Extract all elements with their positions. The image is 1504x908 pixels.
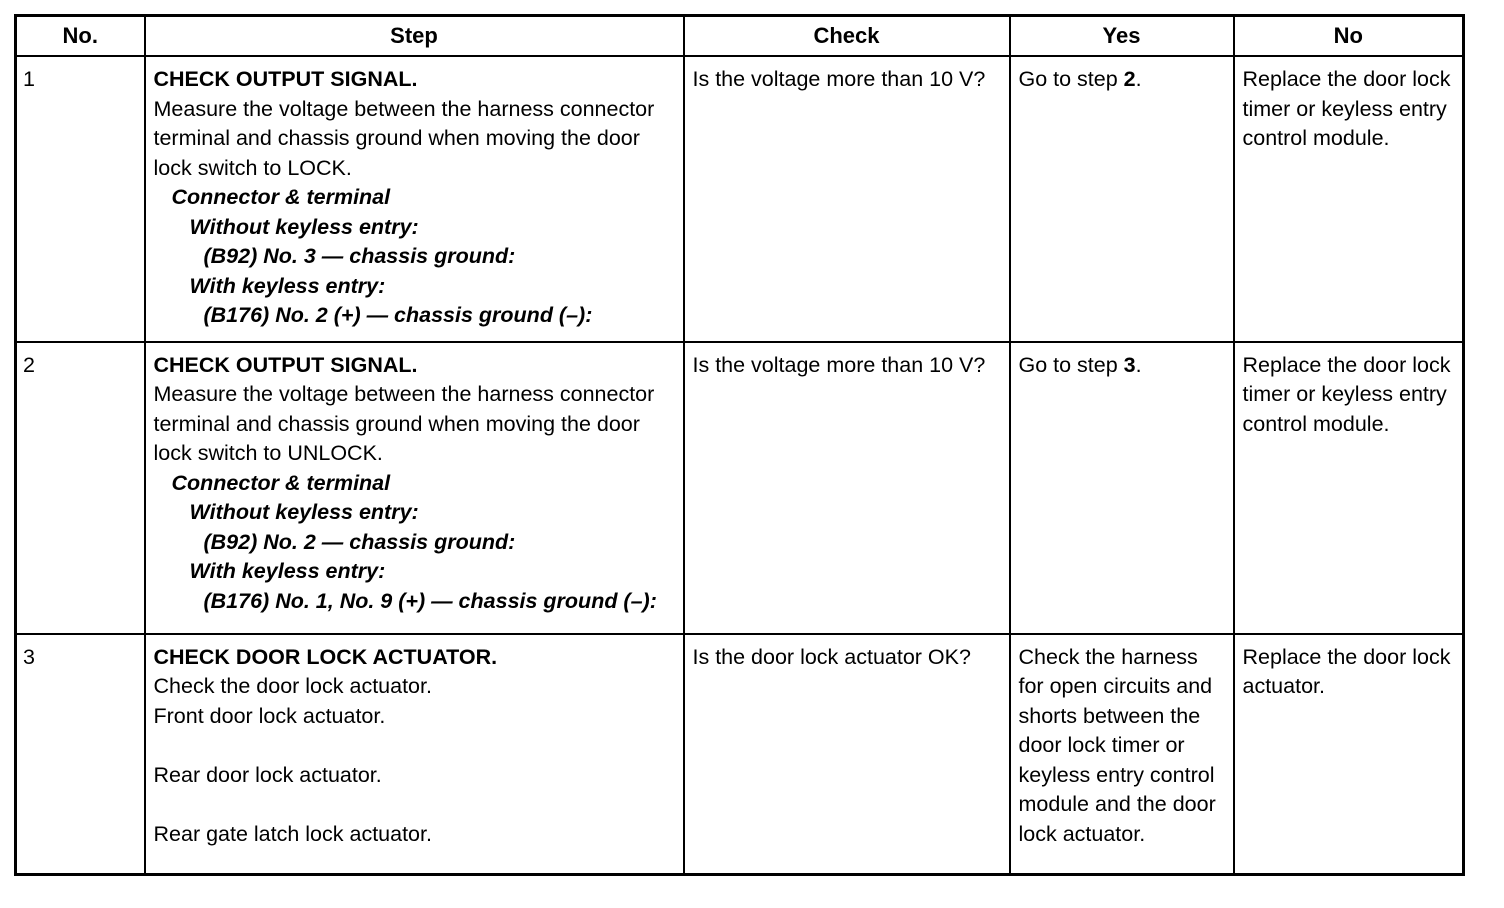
yes-cell: Go to step 2. [1008, 55, 1235, 343]
step-detail-line: Without keyless entry: [189, 214, 419, 239]
table-body: 1 CHECK OUTPUT SIGNAL. Measure the volta… [14, 55, 1465, 876]
step-detail-line: With keyless entry: [189, 273, 386, 298]
step-detail-line: Without keyless entry: [189, 500, 419, 524]
yes-text: Go to step 3. [1018, 352, 1142, 377]
step-detail-heading: Connector & terminal [171, 185, 391, 209]
check-text: Is the voltage more than 10 V? [692, 67, 986, 91]
step-line: Check the door lock actuator. [153, 674, 432, 698]
check-text: Is the door lock actuator OK? [692, 644, 971, 669]
check-cell: Is the voltage more than 10 V? [682, 55, 1011, 343]
check-cell: Is the door lock actuator OK? [682, 632, 1011, 876]
step-detail-line: (B92) No. 2 — chassis ground: [203, 529, 516, 554]
row-number-cell: 3 [14, 632, 146, 876]
step-title: CHECK OUTPUT SIGNAL. [153, 67, 418, 91]
step-detail-line: With keyless entry: [189, 559, 386, 583]
step-spacer [154, 790, 675, 820]
row-number-cell: 2 [14, 340, 146, 635]
header-row: No. Step Check Yes No [14, 14, 1465, 57]
step-line: Rear door lock actuator. [153, 762, 382, 787]
no-cell: Replace the door lock timer or keyless e… [1232, 340, 1465, 635]
column-header-no-result: No [1232, 14, 1465, 57]
step-detail-heading: Connector & terminal [171, 470, 391, 495]
diagnostic-table: No. Step Check Yes No 1 CHECK OUTPUT SIG… [14, 14, 1465, 876]
no-text: Replace the door lock timer or keyless e… [1242, 352, 1457, 436]
step-cell: CHECK OUTPUT SIGNAL. Measure the voltage… [143, 340, 685, 635]
step-body: Measure the voltage between the harness … [153, 96, 661, 180]
step-detail-line: (B92) No. 3 — chassis ground: [203, 244, 516, 268]
table-row: 2 CHECK OUTPUT SIGNAL. Measure the volta… [14, 340, 1465, 635]
step-detail-line: (B176) No. 1, No. 9 (+) — chassis ground… [203, 588, 657, 613]
no-cell: Replace the door lock actuator. [1232, 632, 1465, 876]
table-row: 1 CHECK OUTPUT SIGNAL. Measure the volta… [14, 55, 1465, 343]
row-number: 3 [23, 644, 35, 669]
step-title: CHECK OUTPUT SIGNAL. [153, 352, 418, 377]
column-header-step: Step [143, 14, 685, 57]
yes-text: Check the harness for open circuits and … [1018, 644, 1222, 846]
no-text: Replace the door lock actuator. [1242, 644, 1457, 699]
step-line: Front door lock actuator. [153, 703, 386, 728]
yes-cell: Go to step 3. [1008, 340, 1235, 635]
check-cell: Is the voltage more than 10 V? [682, 340, 1011, 635]
yes-cell: Check the harness for open circuits and … [1008, 632, 1235, 876]
step-cell: CHECK OUTPUT SIGNAL. Measure the voltage… [143, 55, 685, 343]
step-detail-line: (B176) No. 2 (+) — chassis ground (–): [203, 303, 593, 327]
step-title: CHECK DOOR LOCK ACTUATOR. [153, 644, 498, 669]
no-text: Replace the door lock timer or keyless e… [1242, 67, 1457, 150]
table-header: No. Step Check Yes No [14, 14, 1465, 57]
table-row: 3 CHECK DOOR LOCK ACTUATOR. Check the do… [14, 632, 1465, 876]
row-number: 1 [23, 67, 35, 91]
column-header-check: Check [682, 14, 1011, 57]
step-spacer [154, 731, 675, 761]
step-line: Rear gate latch lock actuator. [153, 821, 432, 846]
yes-text: Go to step 2. [1018, 67, 1142, 91]
column-header-yes: Yes [1008, 14, 1235, 57]
no-cell: Replace the door lock timer or keyless e… [1232, 55, 1465, 343]
row-number: 2 [23, 352, 35, 377]
row-number-cell: 1 [14, 55, 146, 343]
step-body: Measure the voltage between the harness … [153, 382, 661, 465]
column-header-no: No. [14, 14, 146, 57]
check-text: Is the voltage more than 10 V? [692, 352, 986, 377]
step-cell: CHECK DOOR LOCK ACTUATOR. Check the door… [143, 632, 685, 876]
